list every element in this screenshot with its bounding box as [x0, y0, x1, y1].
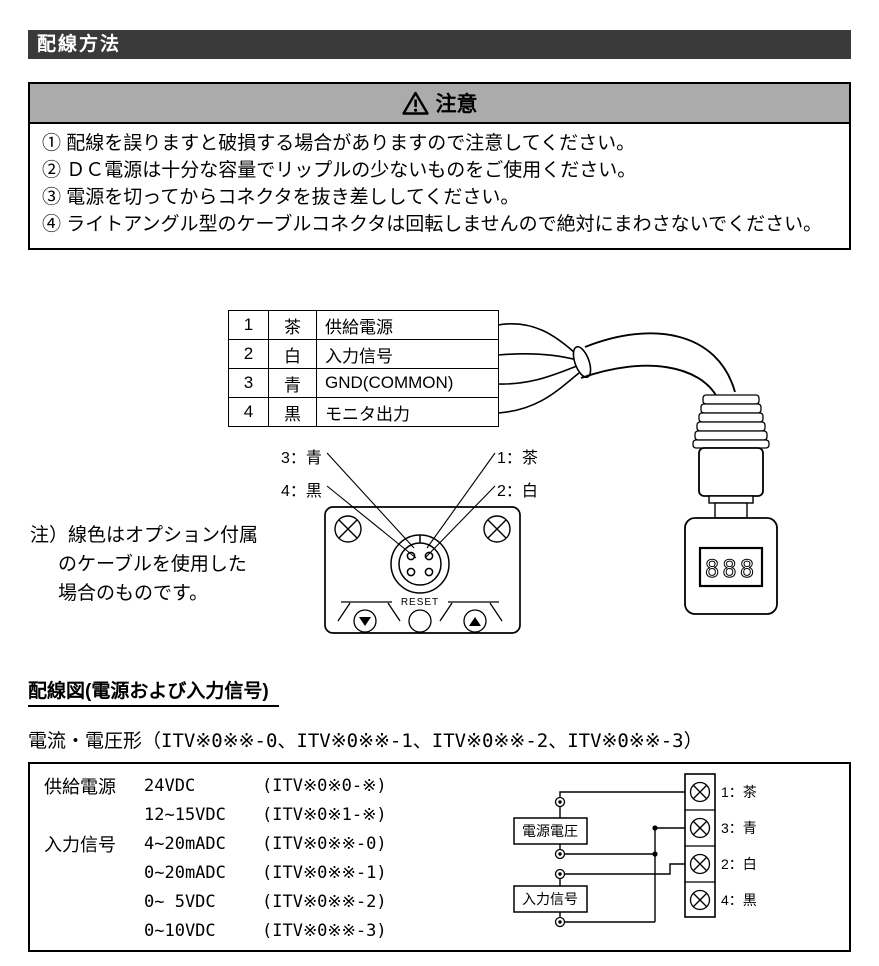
terminal-label: 3：青 [721, 820, 757, 836]
caution-header: 注意 [30, 84, 849, 124]
spec-model: (ITV※0※0-※) [262, 775, 387, 796]
signal-cell: 供給電源 [316, 310, 499, 340]
up-triangle-icon [469, 617, 481, 626]
input-signal-label: 入力信号 [522, 891, 578, 907]
pin-number-cell: 1 [228, 310, 269, 340]
spec-model: (ITV※0※1-※) [262, 804, 387, 825]
junction-dot [652, 851, 658, 857]
page-title: 配線方法 [28, 30, 851, 59]
spec-value: 0~ 5VDC [144, 891, 216, 912]
spec-value: 24VDC [144, 775, 196, 796]
cable-body [580, 332, 736, 398]
spec-row: 供給電源 24VDC (ITV※0※0-※) [44, 771, 387, 800]
wiring-diagram: 1：茶 3：青 2：白 4：黒 電源電圧 入力信号 [513, 773, 757, 928]
note-line: 場合のものです。 [58, 582, 209, 604]
spec-value: 0~10VDC [144, 920, 216, 941]
connector-illustration: 888 [324, 323, 778, 634]
led-display: 888 [705, 555, 757, 583]
reset-and-buttons: RESET [337, 597, 503, 633]
terminal-screw-icon [689, 853, 711, 875]
round-connector [390, 534, 450, 594]
caution-title: 注意 [435, 93, 478, 116]
spec-label: 入力信号 [44, 834, 116, 855]
spec-value: 4~20mADC [144, 833, 226, 854]
terminal-label: 4：黒 [721, 892, 757, 908]
terminal-screw-icon [689, 817, 711, 839]
circuit-wires [559, 791, 685, 923]
wiring-spec-box: 供給電源 24VDC (ITV※0※0-※) 12~15VDC (ITV※0※1… [28, 762, 851, 952]
spec-label: 供給電源 [44, 776, 116, 797]
spec-value: 12~15VDC [144, 804, 226, 825]
pin-leader-lines [326, 452, 496, 559]
caution-item: ④ ライトアングル型のケーブルコネクタは回転しませんので絶対にまわさないでくださ… [42, 213, 823, 235]
pin-label-1-brown: 1：茶 [497, 450, 538, 467]
caution-item: ② ＤＣ電源は十分な容量でリップルの少ないものをご使用ください。 [42, 159, 637, 181]
spec-row: 12~15VDC (ITV※0※1-※) [44, 800, 387, 829]
model-type-line: 電流・電圧形（ITV※0※※-0、ITV※0※※-1、ITV※0※※-2、ITV… [28, 726, 703, 753]
table-row: 4 黒 モニタ出力 [228, 397, 499, 427]
down-triangle-icon [359, 617, 371, 626]
pin-label-2-white: 2：白 [497, 483, 538, 500]
pin-label-3-blue: 3：青 [281, 450, 322, 467]
terminal-label: 2：白 [721, 856, 757, 872]
screw-left-icon [334, 515, 362, 543]
note-text: 注）線色はオプション付属 のケーブルを使用した 場合のものです。 [30, 522, 258, 609]
reset-label: RESET [401, 597, 439, 608]
table-row: 2 白 入力信号 [228, 339, 499, 369]
spec-model: (ITV※0※※-3) [262, 920, 387, 941]
signal-cell: GND(COMMON) [316, 368, 499, 398]
wiring-section-heading: 配線図(電源および入力信号) [28, 676, 279, 707]
power-voltage-box: 電源電圧 [513, 817, 588, 845]
terminal-strip [684, 773, 716, 918]
spec-row: 入力信号 4~20mADC (ITV※0※※-0) [44, 829, 387, 858]
spec-rows: 供給電源 24VDC (ITV※0※0-※) 12~15VDC (ITV※0※1… [44, 771, 387, 945]
spec-model: (ITV※0※※-1) [262, 862, 387, 883]
spec-row: 0~20mADC (ITV※0※※-1) [44, 858, 387, 887]
pin-label-4-black: 4：黒 [281, 483, 322, 500]
spec-row: 0~ 5VDC (ITV※0※※-2) [44, 887, 387, 916]
pin-number-cell: 2 [228, 339, 269, 369]
caution-item: ① 配線を誤りますと破損する場合がありますので注意してください。 [42, 133, 636, 154]
signal-cell: モニタ出力 [316, 397, 499, 427]
wire-color-cell: 黒 [268, 397, 317, 427]
regulator-body: 888 [684, 517, 778, 615]
type-label: 電流・電圧形 [28, 731, 143, 752]
signal-cell: 入力信号 [316, 339, 499, 369]
table-row: 1 茶 供給電源 [228, 310, 499, 340]
screw-right-icon [483, 515, 511, 543]
pin-assignment-table: 1 茶 供給電源 2 白 入力信号 3 青 GND(COMMON) 4 黒 モニ… [228, 310, 499, 427]
cable-connector [692, 394, 770, 519]
caution-box: 注意 ① 配線を誤りますと破損する場合がありますので注意してください。 ② ＤＣ… [28, 82, 851, 250]
pin-number-cell: 3 [228, 368, 269, 398]
cable-sheath-end [572, 345, 592, 379]
note-line: 注）線色はオプション付属 [30, 525, 259, 546]
table-row: 3 青 GND(COMMON) [228, 368, 499, 398]
wire-color-cell: 青 [268, 368, 317, 398]
terminal-screw-icon [689, 889, 711, 911]
wire-color-cell: 白 [268, 339, 317, 369]
type-codes: （ITV※0※※-0、ITV※0※※-1、ITV※0※※-2、ITV※0※※-3… [142, 730, 703, 752]
warning-triangle-icon [401, 91, 429, 115]
junction-dot [652, 825, 658, 831]
pin-number-cell: 4 [228, 397, 269, 427]
power-voltage-label: 電源電圧 [522, 823, 578, 839]
note-line: のケーブルを使用した [58, 553, 247, 575]
caution-item: ③ 電源を切ってからコネクタを抜き差ししてください。 [42, 186, 520, 208]
spec-row: 0~10VDC (ITV※0※※-3) [44, 916, 387, 945]
cable-wires [497, 323, 580, 414]
spec-model: (ITV※0※※-2) [262, 891, 387, 912]
spec-model: (ITV※0※※-0) [262, 833, 387, 854]
input-signal-box: 入力信号 [513, 885, 588, 913]
spec-value: 0~20mADC [144, 862, 226, 883]
caution-body: ① 配線を誤りますと破損する場合がありますので注意してください。 ② ＤＣ電源は… [30, 124, 849, 248]
terminal-label: 1：茶 [721, 784, 757, 800]
front-panel: RESET [324, 452, 521, 634]
terminal-screw-icon [689, 781, 711, 803]
